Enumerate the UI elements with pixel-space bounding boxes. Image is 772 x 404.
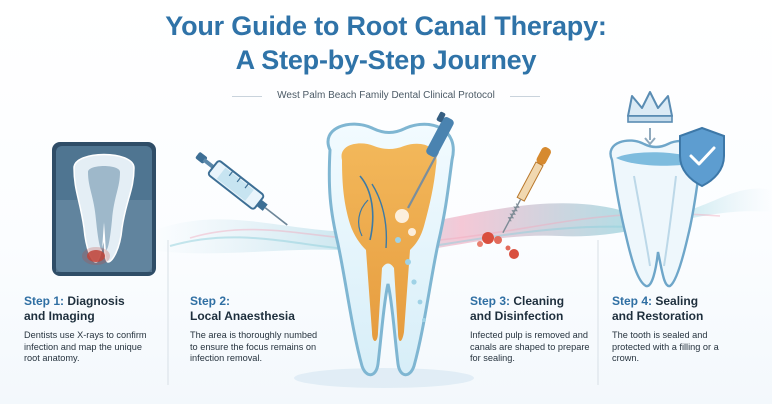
step-1-name: Diagnosis (67, 294, 125, 308)
infection-blobs (477, 232, 519, 259)
step-2-title: Step 2: Local Anaesthesia (190, 294, 320, 324)
crown-icon (627, 91, 673, 123)
step-4-title: Step 4: Sealing and Restoration (612, 294, 742, 324)
dental-file-icon (407, 111, 454, 209)
subtitle-rule-right (510, 96, 540, 97)
page-title-line2: A Step-by-Step Journey (235, 45, 537, 75)
step-3-number: Step 3: (470, 294, 511, 308)
step-3-title: Step 3: Cleaning and Disinfection (470, 294, 596, 324)
page-title: Your Guide to Root Canal Therapy: (165, 11, 607, 41)
page-subtitle: West Palm Beach Family Dental Clinical P… (277, 90, 495, 101)
step-1: Step 1: Diagnosis and Imaging Dentists u… (24, 294, 152, 365)
syringe-icon (195, 152, 288, 226)
step-3-name-2: and Disinfection (470, 309, 564, 323)
step-1-name-2: and Imaging (24, 309, 95, 323)
step-1-text: Dentists use X-rays to confirm infection… (24, 330, 147, 363)
step-1-number: Step 1: (24, 294, 65, 308)
step-3: Step 3: Cleaning and Disinfection Infect… (470, 294, 596, 365)
tooth-icon (326, 122, 455, 377)
shield-check-icon (679, 126, 725, 188)
step-2-text: The area is thoroughly numbed to ensure … (190, 330, 318, 363)
step-2-number: Step 2: (190, 294, 231, 308)
subtitle-rule-left (232, 96, 262, 97)
step-3-text: Infected pulp is removed and canals are … (470, 330, 590, 363)
step-2-name-2: Local Anaesthesia (190, 309, 295, 323)
step-3-name: Cleaning (513, 294, 565, 308)
sealed-tooth-icon (609, 139, 703, 288)
step-4-name: Sealing (655, 294, 699, 308)
down-arrow-icon (644, 128, 656, 146)
step-4: Step 4: Sealing and Restoration The toot… (612, 294, 742, 365)
step-4-number: Step 4: (612, 294, 653, 308)
step-4-name-2: and Restoration (612, 309, 704, 323)
step-4-text: The tooth is sealed and protected with a… (612, 330, 719, 363)
step-1-title: Step 1: Diagnosis and Imaging (24, 294, 152, 324)
step-2: Step 2: Local Anaesthesia The area is th… (190, 294, 320, 365)
dropper-icon (502, 147, 551, 234)
xray-icon (52, 142, 156, 276)
